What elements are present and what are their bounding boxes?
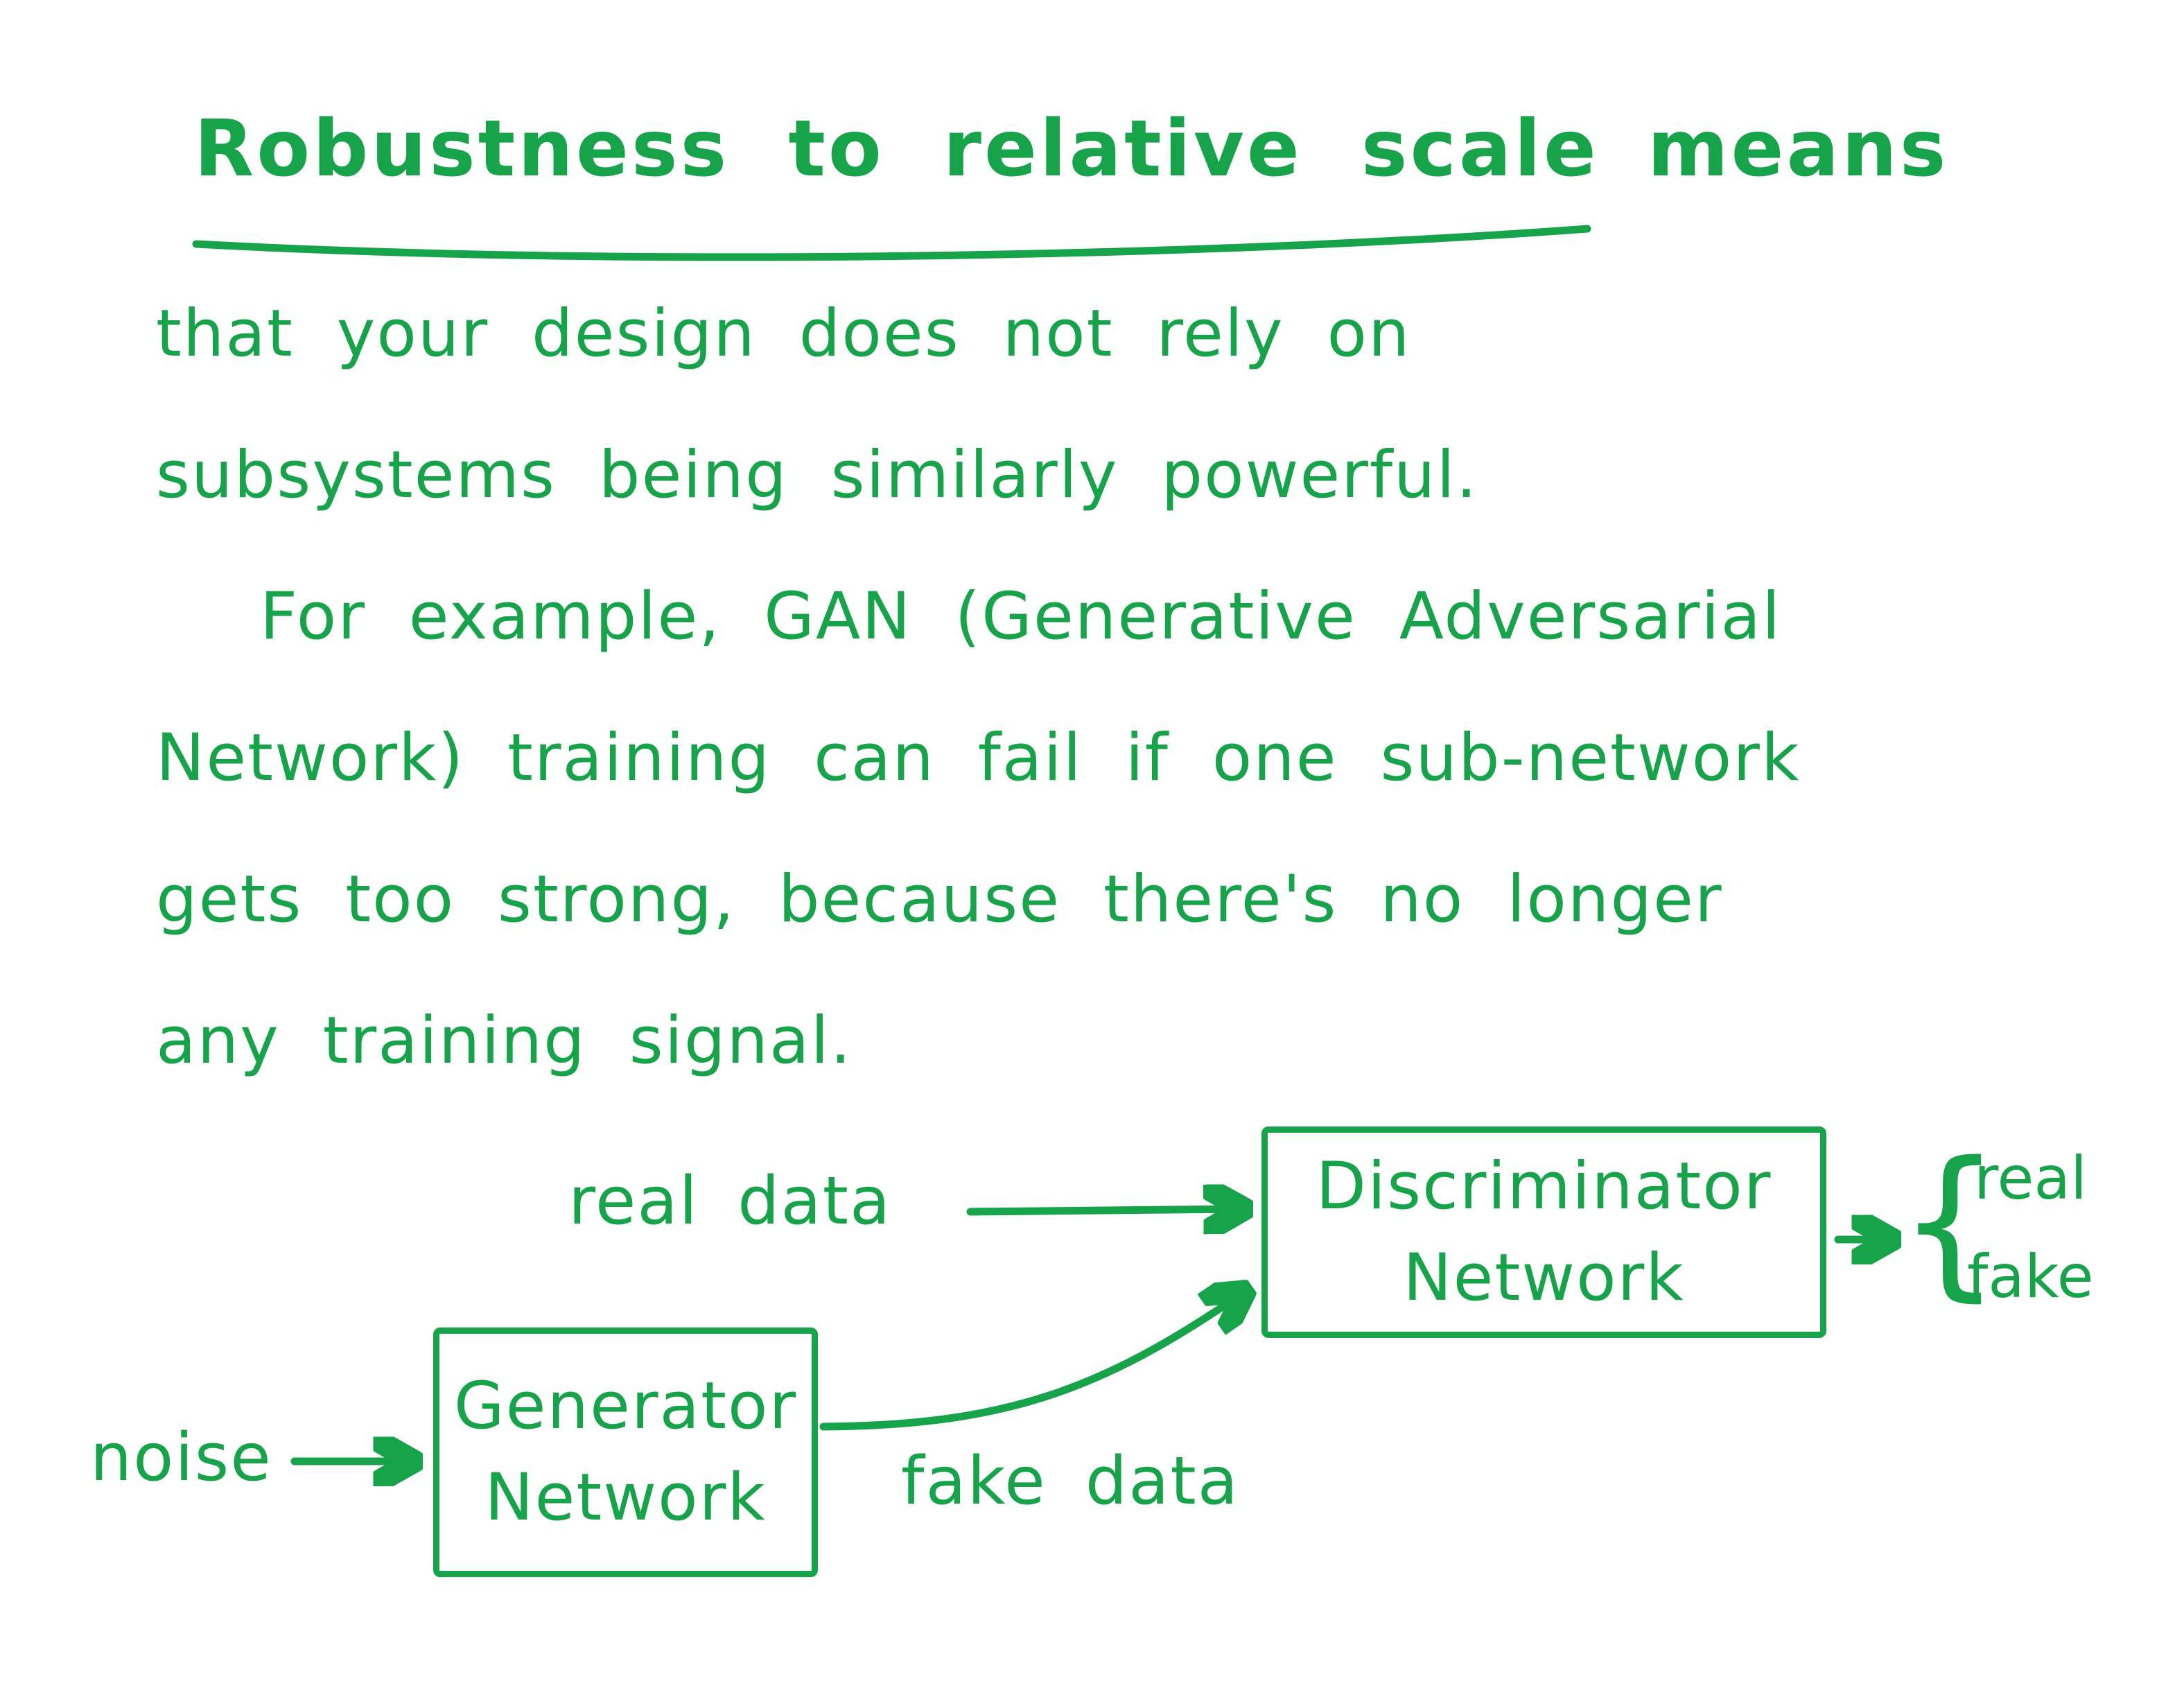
discriminator-network-box: Discriminator Network	[1261, 1126, 1826, 1338]
noise-label: noise	[90, 1420, 272, 1496]
output-brace: {	[1898, 1127, 2002, 1316]
generator-label-line1: Generator	[453, 1368, 798, 1444]
note-body: that your design does not rely on subsys…	[156, 263, 1800, 1112]
note-line-1: that your design does not rely on	[156, 296, 1411, 372]
title-suffix: means	[1647, 104, 1949, 194]
fake-data-arrow	[819, 1294, 1242, 1431]
output-real-label: real	[1974, 1144, 2087, 1213]
output-fake-label: fake	[1967, 1242, 2094, 1312]
note-line-3: For example, GAN (Generative Adversarial	[260, 579, 1782, 654]
discriminator-label-line2: Network	[1403, 1239, 1685, 1316]
note-line-6: any training signal.	[156, 1003, 853, 1079]
discriminator-label-line1: Discriminator	[1316, 1148, 1772, 1224]
fake-data-label: fake data	[901, 1443, 1239, 1520]
real-data-label: real data	[568, 1163, 892, 1239]
note-line-4: Network) training can fail if one sub-ne…	[156, 720, 1801, 796]
title-underlined-text: Robustness to relative scale	[194, 104, 1599, 194]
note-line-5: gets too strong, because there's no long…	[156, 862, 1723, 937]
real-data-arrow	[966, 1209, 1241, 1212]
generator-network-box: Generator Network	[433, 1328, 818, 1577]
title-underline	[192, 225, 1591, 261]
note-line-2: subsystems being similarly powerful.	[156, 437, 1478, 513]
generator-label-line2: Network	[484, 1460, 767, 1535]
page-title: Robustness to relative scale means	[194, 104, 1948, 194]
